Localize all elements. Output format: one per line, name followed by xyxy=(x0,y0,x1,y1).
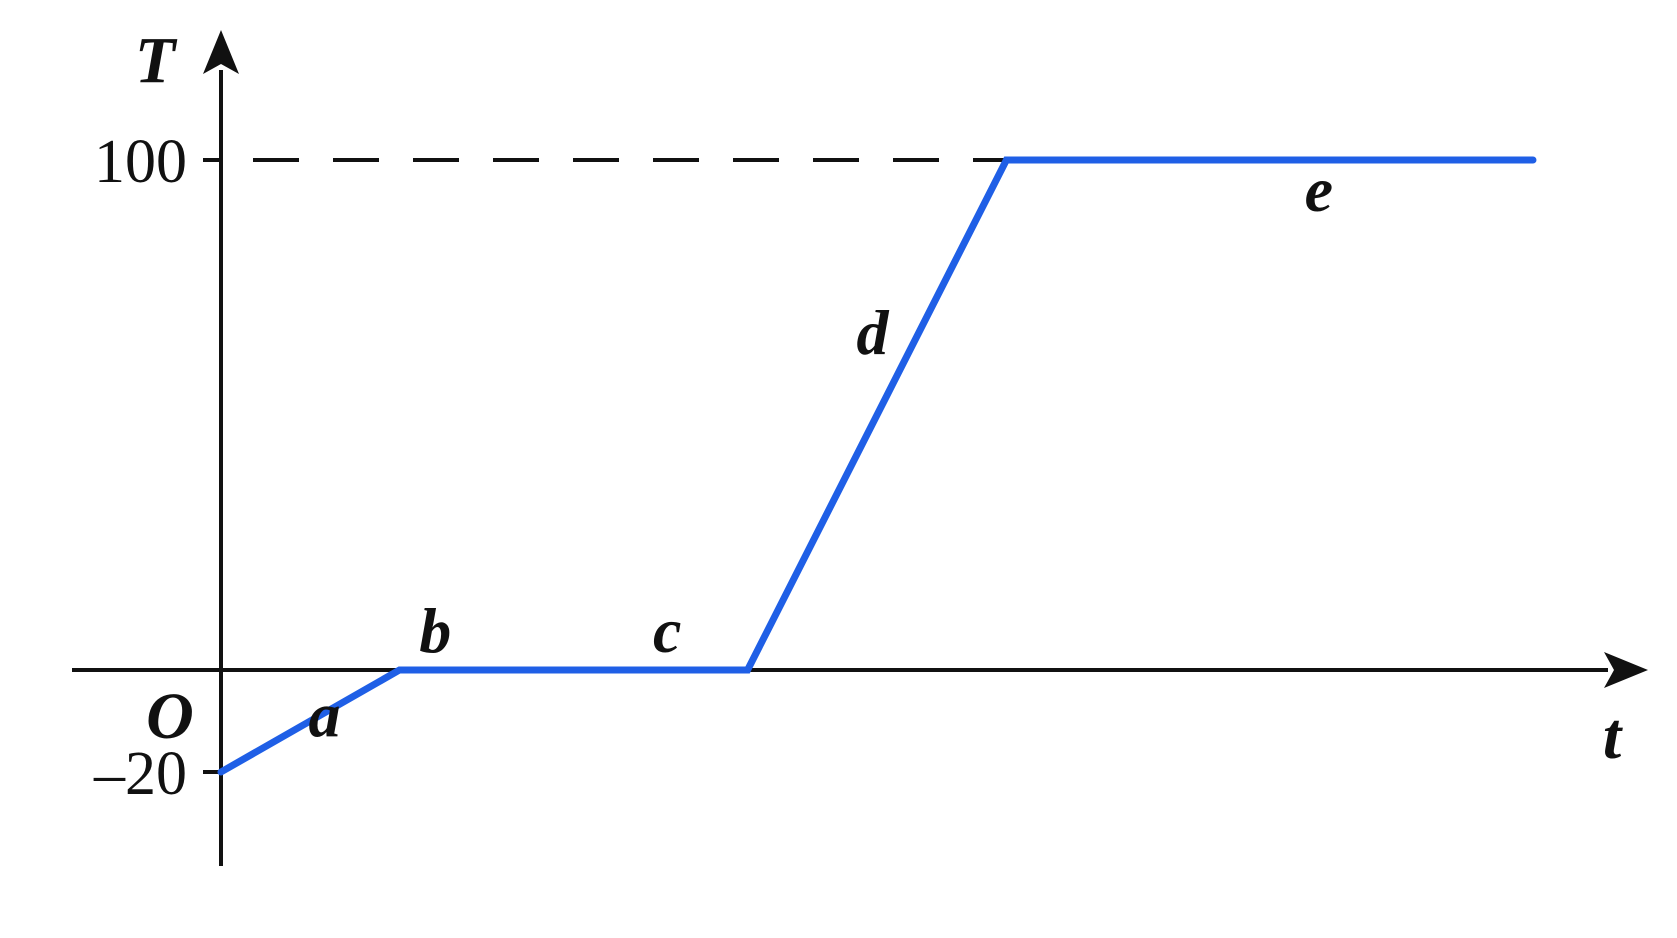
segment-label-b: b xyxy=(419,595,451,666)
y-axis-label: T xyxy=(135,24,178,97)
segment-label-a: a xyxy=(309,679,341,750)
segment-label-d: d xyxy=(857,297,890,368)
y-tick-label: –20 xyxy=(93,740,187,808)
x-axis-label: t xyxy=(1603,700,1623,773)
segment-label-e: e xyxy=(1305,154,1333,225)
segment-label-c: c xyxy=(653,595,681,666)
x-axis-arrow xyxy=(1604,652,1648,688)
series-line-0 xyxy=(217,156,1537,776)
y-tick-label: 100 xyxy=(94,128,187,196)
origin-label: O xyxy=(146,680,194,753)
y-axis-arrow xyxy=(203,30,239,74)
